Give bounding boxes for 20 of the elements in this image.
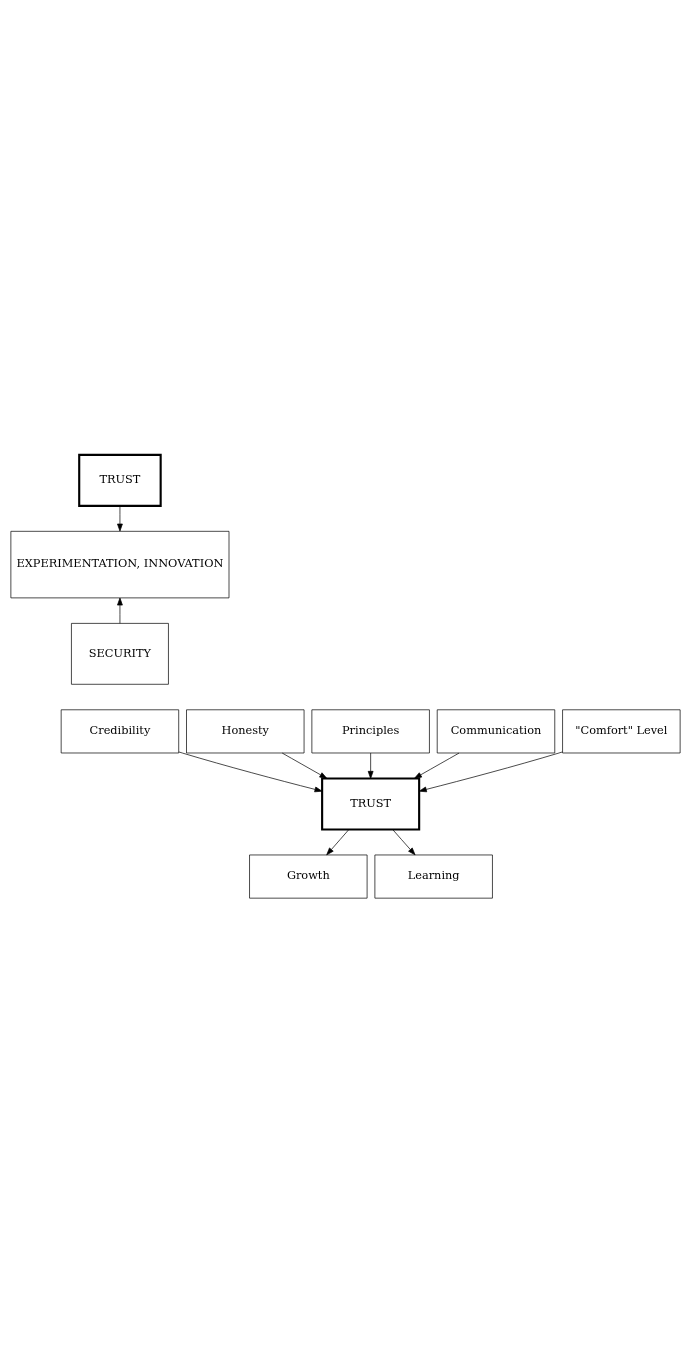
arrow (392, 829, 416, 856)
arrow (414, 752, 460, 779)
node-box: TRUST (321, 777, 421, 831)
node-box: Communication (436, 709, 556, 754)
node-box: Growth (249, 854, 368, 899)
node-box: Honesty (186, 709, 305, 754)
arrow (117, 597, 123, 624)
node-box: Learning (374, 854, 493, 899)
node-box: "Comfort" Level (562, 709, 681, 754)
arrow (178, 751, 323, 793)
arrow (418, 751, 563, 793)
node-box: Credibility (60, 709, 180, 754)
node-box: TRUST (78, 453, 162, 507)
arrow (281, 752, 328, 779)
node-box: SECURITY (71, 623, 169, 685)
node-box: EXPERIMENTATION, INNOVATION (10, 530, 230, 599)
arrow (367, 752, 374, 779)
arrow (117, 505, 123, 532)
arrow (326, 829, 350, 856)
node-box: Principles (311, 709, 430, 754)
